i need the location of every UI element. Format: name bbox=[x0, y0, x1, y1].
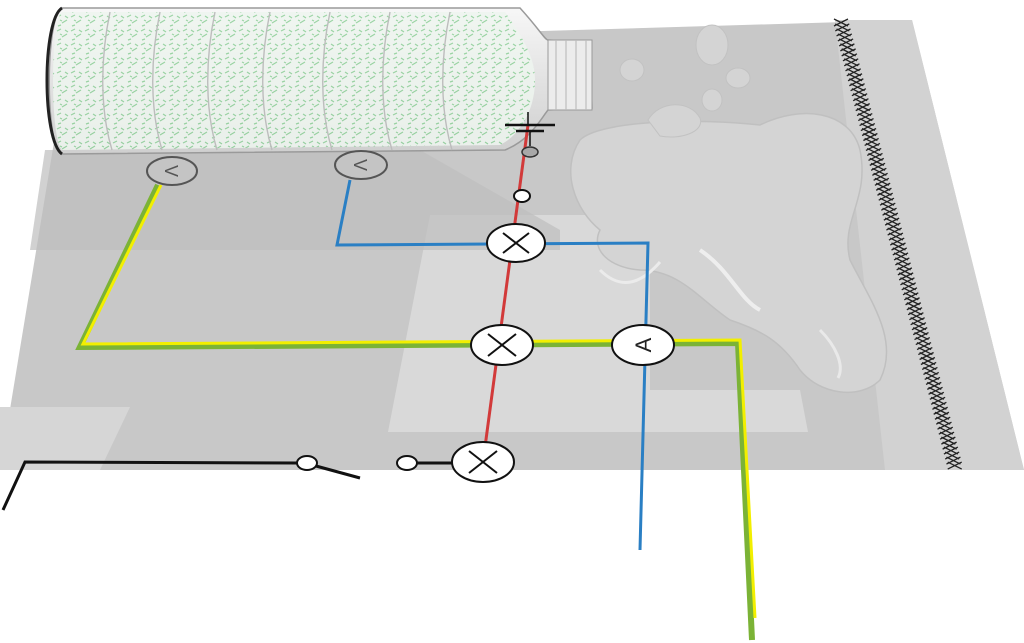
zipper-tooth bbox=[947, 461, 963, 470]
zipper-stitch-icon bbox=[833, 18, 963, 470]
voltmeter-icon: V bbox=[334, 150, 388, 180]
switch-contact bbox=[296, 455, 318, 471]
water-drop bbox=[701, 88, 723, 112]
water-puddle-icon bbox=[570, 24, 888, 393]
battery-icon bbox=[505, 112, 555, 158]
wire-red bbox=[481, 124, 530, 463]
lamp-icon bbox=[486, 223, 546, 263]
water-drop bbox=[619, 58, 645, 82]
bottle-icon bbox=[45, 6, 593, 156]
water-drop bbox=[725, 67, 751, 89]
ammeter-letter: A bbox=[631, 337, 656, 352]
lamp-icon bbox=[451, 441, 515, 483]
voltmeter-letter: V bbox=[161, 165, 181, 177]
switch-icon bbox=[296, 455, 452, 480]
lamp-icon bbox=[470, 324, 534, 366]
water-drop bbox=[647, 104, 702, 138]
voltmeter-icon: V bbox=[146, 156, 198, 186]
ammeter-icon: A bbox=[611, 324, 675, 366]
voltmeter-letter: V bbox=[350, 159, 370, 171]
connector-terminal bbox=[513, 189, 531, 203]
wire-black bbox=[1, 460, 299, 511]
water-drop bbox=[695, 24, 729, 66]
bottle-cap bbox=[547, 39, 593, 111]
mat-left-panel bbox=[0, 407, 130, 470]
switch-contact bbox=[396, 455, 418, 471]
battery-terminal bbox=[521, 146, 539, 158]
wire-green bbox=[75, 183, 755, 641]
wire-yellow bbox=[80, 184, 757, 619]
